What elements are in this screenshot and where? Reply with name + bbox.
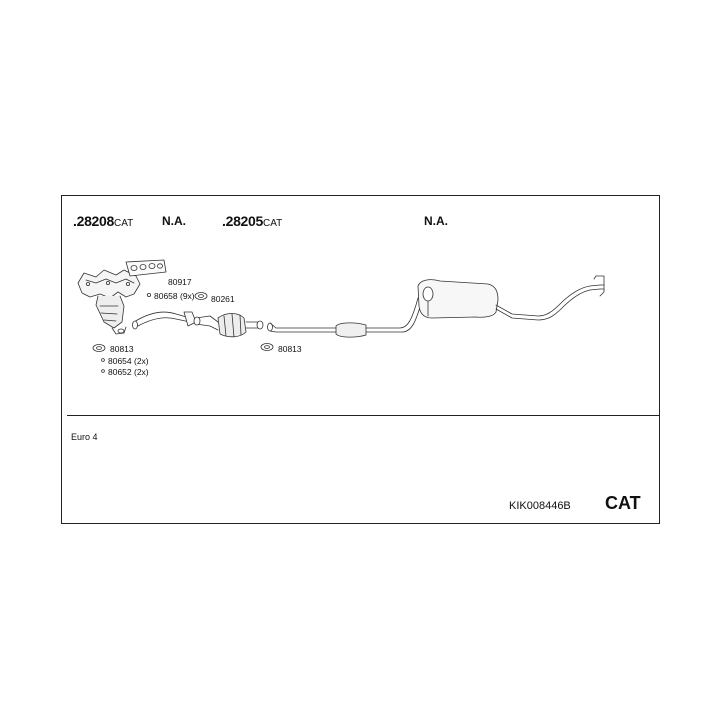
front-pipe-part [133, 312, 197, 329]
center-resonator-part [336, 298, 422, 337]
gasket-80261-icon [195, 293, 207, 300]
part-number-front-cat: .28205CAT [222, 213, 282, 229]
label-80813-left: 80813 [110, 344, 134, 354]
emission-norm-label: Euro 4 [71, 432, 98, 442]
part-a-na-label: N.A. [162, 214, 186, 228]
part-number-front-cat-suffix: CAT [263, 218, 283, 229]
diagram-frame [61, 195, 660, 524]
part-number-front-cat-number: .28205 [222, 213, 264, 229]
rear-silencer-part [418, 276, 604, 320]
part-b-na-label: N.A. [424, 214, 448, 228]
bolt-80652-icon [102, 370, 105, 373]
exhaust-manifold-part [78, 270, 140, 334]
part-number-manifold-cat-number: .28208 [73, 213, 115, 229]
nut-80658-icon [147, 293, 150, 296]
label-80917: 80917 [168, 277, 192, 287]
label-80261: 80261 [211, 294, 235, 304]
section-divider [67, 415, 659, 416]
intermediate-pipe-part [268, 323, 337, 332]
label-80658: 80658 (9x) [154, 291, 195, 301]
label-80654: 80654 (2x) [108, 356, 149, 366]
label-80813-right: 80813 [278, 344, 302, 354]
catalytic-converter-part [194, 314, 263, 338]
gasket-80813-right-icon [261, 344, 273, 351]
label-80652: 80652 (2x) [108, 367, 149, 377]
nut-80654-icon [102, 359, 105, 362]
manifold-gasket-80917 [126, 260, 166, 276]
part-number-manifold-cat-suffix: CAT [114, 218, 134, 229]
gasket-80813-left-icon [93, 345, 105, 352]
kit-code-label: KIK008446B [509, 500, 571, 512]
category-label: CAT [605, 493, 641, 513]
part-number-manifold-cat: .28208CAT [73, 213, 133, 229]
